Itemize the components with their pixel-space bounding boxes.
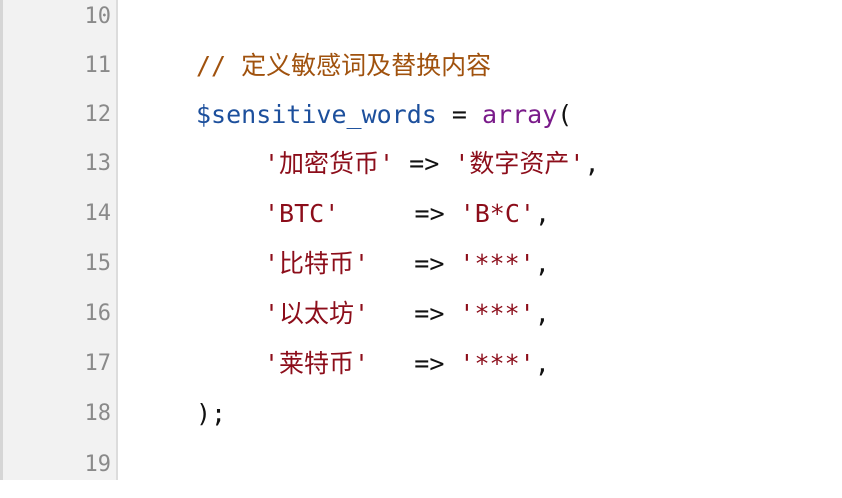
code-line: 18 );	[0, 397, 842, 447]
line-number: 19	[84, 452, 112, 477]
comma: ,	[534, 349, 550, 378]
code-text: '比特币' => '***',	[264, 247, 550, 281]
code-line: 13 '加密货币' => '数字资产',	[0, 147, 842, 197]
array-key: 'BTC'	[264, 199, 340, 228]
code-line: 16 '以太坊' => '***',	[0, 297, 842, 347]
arrow-operator: =>	[369, 349, 460, 378]
arrow-operator: =>	[394, 149, 455, 178]
array-key: '莱特币'	[264, 349, 370, 378]
code-line: 17 '莱特币' => '***',	[0, 347, 842, 397]
line-number: 17	[84, 351, 112, 376]
arrow-operator: =>	[369, 299, 460, 328]
line-number: 14	[84, 201, 112, 226]
array-key: '加密货币'	[264, 149, 395, 178]
line-number: 15	[84, 251, 112, 276]
array-value: '***'	[459, 249, 535, 278]
array-value: '***'	[459, 349, 535, 378]
code-line: 15 '比特币' => '***',	[0, 247, 842, 297]
code-editor[interactable]: 10 11 // 定义敏感词及替换内容 12 $sensitive_words …	[0, 0, 842, 480]
array-key: '比特币'	[264, 249, 370, 278]
arrow-operator: =>	[369, 249, 460, 278]
function-name: array	[481, 100, 558, 129]
code-line: 19	[0, 448, 842, 498]
code-text: '莱特币' => '***',	[264, 347, 550, 381]
code-text: $sensitive_words = array(	[196, 98, 572, 132]
code-line: 14 'BTC' => 'B*C',	[0, 197, 842, 247]
array-value: 'B*C'	[459, 199, 535, 228]
code-text: // 定义敏感词及替换内容	[196, 49, 491, 83]
line-number: 12	[84, 102, 112, 127]
code-text: );	[196, 397, 226, 431]
arrow-operator: =>	[339, 199, 460, 228]
comma: ,	[534, 299, 550, 328]
comma: ,	[534, 199, 551, 228]
line-number: 18	[84, 401, 112, 426]
comment: // 定义敏感词及替换内容	[196, 51, 492, 80]
paren: (	[557, 100, 573, 129]
line-number-gutter	[0, 0, 118, 480]
line-number: 16	[84, 301, 112, 326]
comma: ,	[534, 249, 550, 278]
array-key: '以太坊'	[264, 299, 370, 328]
array-value: '数字资产'	[454, 149, 585, 178]
code-line: 10	[0, 0, 842, 50]
line-number: 10	[84, 4, 112, 29]
assign-operator: =	[436, 100, 482, 129]
code-text: '加密货币' => '数字资产',	[264, 147, 600, 181]
variable-name: $sensitive_words	[196, 100, 437, 129]
line-number: 11	[84, 53, 112, 78]
line-number: 13	[84, 151, 112, 176]
close-paren: );	[196, 399, 227, 428]
code-text: 'BTC' => 'B*C',	[264, 197, 550, 231]
code-line: 12 $sensitive_words = array(	[0, 98, 842, 148]
array-value: '***'	[459, 299, 535, 328]
code-text: '以太坊' => '***',	[264, 297, 550, 331]
code-line: 11 // 定义敏感词及替换内容	[0, 49, 842, 99]
comma: ,	[584, 149, 600, 178]
